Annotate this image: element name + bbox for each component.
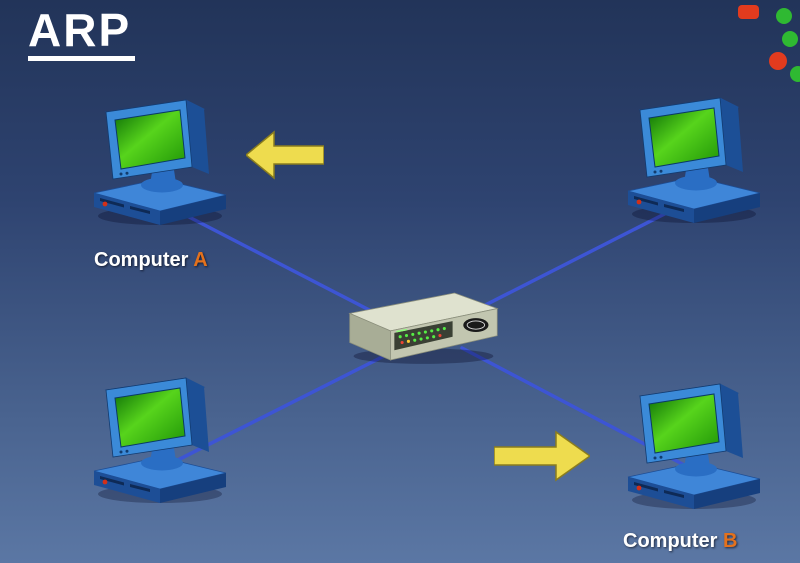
computer-a-label: Computer A [94,249,208,272]
computer-icon [93,99,227,225]
network-link [158,200,410,332]
computer-a-label-accent: A [193,249,208,271]
decor-dot [776,8,792,24]
computer-b-label: Computer B [623,530,737,553]
hub-icon [348,292,499,364]
computer-screen [114,109,186,170]
computer-b-label-text: Computer [623,530,723,552]
computer-icon [627,97,761,223]
decor-dot [782,31,798,47]
computer-b-label-accent: B [723,530,738,552]
computer-screen [114,387,186,448]
computer-icon [627,383,761,509]
decor-dot [790,66,800,82]
decor-dot [769,52,787,70]
computer-screen [648,107,720,168]
arrow-left-icon [246,130,324,180]
computer-screen [648,393,720,454]
network-link [450,198,694,324]
slide-title: ARP [28,6,136,62]
decor-dot [738,5,759,19]
hub-logo [463,318,489,333]
computer-a-label-text: Computer [94,249,194,271]
decor-dots [730,0,800,95]
computer-icon [93,377,227,503]
arrow-right-icon [494,430,590,482]
